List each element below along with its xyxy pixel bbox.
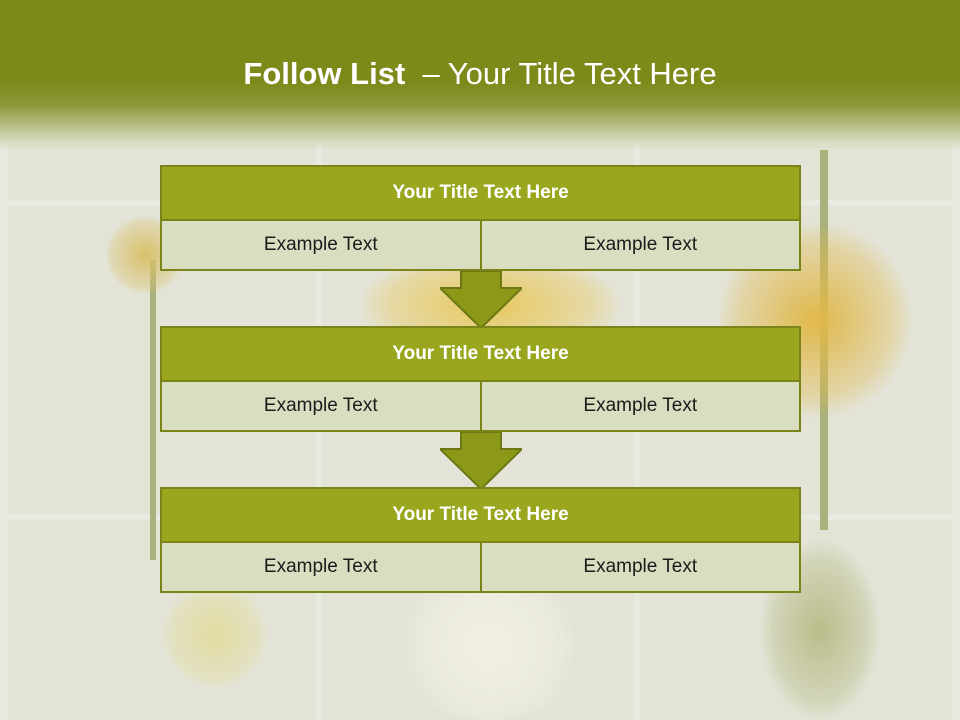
down-arrow-icon [440,271,522,329]
block-row: Example Text Example Text [160,221,801,271]
dandelion-seedhead-image [390,570,590,720]
list-block: Your Title Text Here Example Text Exampl… [160,487,801,593]
dandelion-image [160,580,270,690]
list-block: Your Title Text Here Example Text Exampl… [160,165,801,271]
slide-title: Follow List – Your Title Text Here [0,56,960,92]
block-cell-left: Example Text [160,221,482,271]
flower-stem [150,260,156,560]
down-arrow-icon [440,432,522,490]
block-cell-left: Example Text [160,382,482,432]
block-title: Your Title Text Here [160,326,801,382]
block-row: Example Text Example Text [160,543,801,593]
block-cell-right: Example Text [481,543,801,593]
block-cell-right: Example Text [481,221,801,271]
slide-title-bold: Follow List [243,56,406,91]
block-title: Your Title Text Here [160,487,801,543]
slide-title-rest: – Your Title Text Here [422,56,717,91]
block-title: Your Title Text Here [160,165,801,221]
block-row: Example Text Example Text [160,382,801,432]
header-band [0,0,960,150]
block-cell-left: Example Text [160,543,482,593]
list-block: Your Title Text Here Example Text Exampl… [160,326,801,432]
block-cell-right: Example Text [481,382,801,432]
